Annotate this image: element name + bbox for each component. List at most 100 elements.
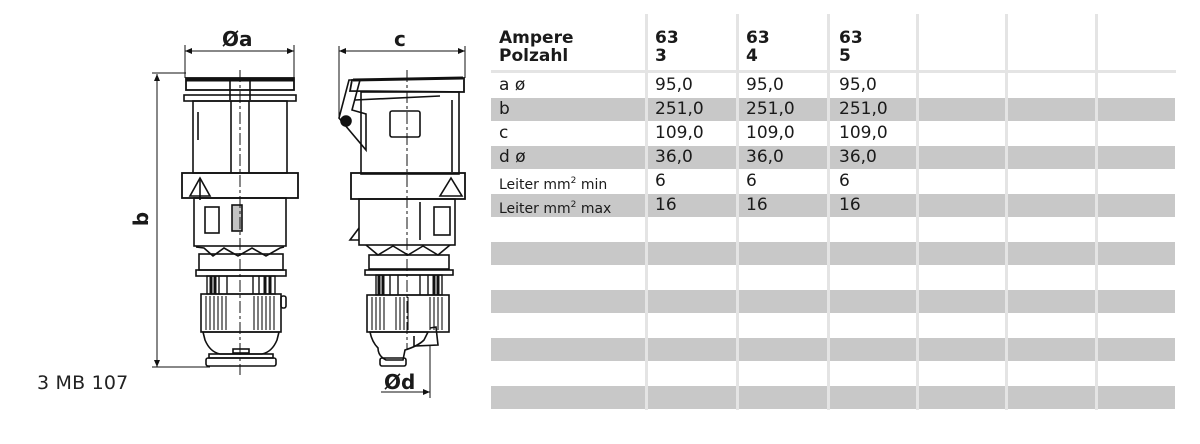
row-value: [919, 122, 1005, 145]
table-row: [491, 266, 1175, 289]
row-value-text: [739, 291, 746, 311]
row-value: [739, 218, 827, 241]
row-value: 36,0: [739, 146, 827, 169]
row-value: 109,0: [648, 122, 736, 145]
row-label-text: [491, 243, 499, 263]
row-value-text: 95,0: [655, 75, 693, 95]
row-value: [1098, 386, 1175, 409]
row-value: 251,0: [739, 98, 827, 121]
dim-label-d: Ød: [384, 370, 416, 394]
row-value: [919, 98, 1005, 121]
row-value: 251,0: [648, 98, 736, 121]
row-value: 251,0: [830, 98, 916, 121]
row-value: [739, 242, 827, 265]
row-label-text: Leiter mm2 max: [499, 200, 612, 217]
row-value: [1098, 170, 1175, 193]
row-value-text: [1008, 219, 1015, 239]
grid-line: [645, 14, 648, 410]
header-col1-poles: 3: [655, 46, 667, 66]
row-value-text: [1008, 195, 1015, 215]
row-value: [1098, 362, 1175, 385]
row-value: [1008, 218, 1095, 241]
row-label-text: [491, 291, 499, 311]
row-label-text: Leiter mm2 min: [499, 176, 608, 193]
row-value: 6: [830, 170, 916, 193]
row-label: [491, 362, 645, 385]
grid-line: [1005, 14, 1008, 410]
row-value-text: [648, 363, 655, 383]
row-value: [830, 362, 916, 385]
row-value-text: [919, 99, 926, 119]
grid-line: [827, 14, 830, 410]
table-row: [491, 338, 1175, 361]
row-value: [1098, 338, 1175, 361]
row-value-text: 251,0: [746, 99, 795, 119]
row-value-text: [1008, 75, 1015, 95]
row-value: 16: [830, 194, 916, 217]
row-value: [1008, 362, 1095, 385]
row-value-text: 16: [746, 195, 768, 215]
row-value-text: [648, 339, 655, 359]
row-value: 109,0: [830, 122, 916, 145]
row-value: [1008, 122, 1095, 145]
row-value: [919, 194, 1005, 217]
model-code: 3 MB 107: [37, 372, 129, 394]
row-value-text: [1098, 315, 1105, 335]
row-value-text: [919, 75, 926, 95]
header-col1-ampere: 63: [655, 28, 679, 48]
row-value: 36,0: [830, 146, 916, 169]
row-value-text: [648, 219, 655, 239]
row-value-text: 109,0: [839, 123, 888, 143]
row-value-text: [1008, 387, 1015, 407]
row-value-text: [830, 363, 839, 383]
row-value-text: [919, 387, 926, 407]
row-value: [919, 218, 1005, 241]
row-value: [919, 266, 1005, 289]
row-value: [1008, 146, 1095, 169]
row-value: [648, 290, 736, 313]
row-label: a ø: [491, 74, 645, 97]
row-value: [648, 266, 736, 289]
row-value-text: 109,0: [655, 123, 704, 143]
row-value-text: [919, 339, 926, 359]
row-value-text: [919, 147, 926, 167]
side-view-drawing: [338, 46, 466, 398]
row-value: [1098, 146, 1175, 169]
row-value-text: 36,0: [746, 147, 784, 167]
row-value-text: [919, 195, 926, 215]
row-value: 95,0: [830, 74, 916, 97]
row-value: [1098, 266, 1175, 289]
row-value: [919, 362, 1005, 385]
row-label: c: [491, 122, 645, 145]
row-value-text: [830, 267, 839, 287]
row-value-text: [1008, 171, 1015, 191]
header-divider: [491, 70, 1176, 73]
row-value-text: [648, 267, 655, 287]
row-value-text: [739, 243, 746, 263]
row-value: [1008, 290, 1095, 313]
row-value: 95,0: [648, 74, 736, 97]
row-value-text: [1098, 123, 1105, 143]
row-value-text: [1008, 339, 1015, 359]
row-value: [1098, 98, 1175, 121]
row-value: [830, 218, 916, 241]
grid-line: [1095, 14, 1098, 410]
row-value-text: [919, 291, 926, 311]
header-col3-poles: 5: [839, 46, 851, 66]
row-label: d ø: [491, 146, 645, 169]
row-value: [1098, 290, 1175, 313]
row-value: [1098, 218, 1175, 241]
row-value: [648, 362, 736, 385]
row-value-text: 95,0: [839, 75, 877, 95]
row-label-text: [491, 315, 499, 335]
row-value-text: [1098, 75, 1105, 95]
header-ampere-label: Ampere: [499, 28, 574, 48]
row-value-text: [830, 219, 839, 239]
header-col2-ampere: 63: [746, 28, 770, 48]
row-value: [1008, 194, 1095, 217]
row-value-text: [1008, 123, 1015, 143]
row-value-text: [1098, 171, 1105, 191]
